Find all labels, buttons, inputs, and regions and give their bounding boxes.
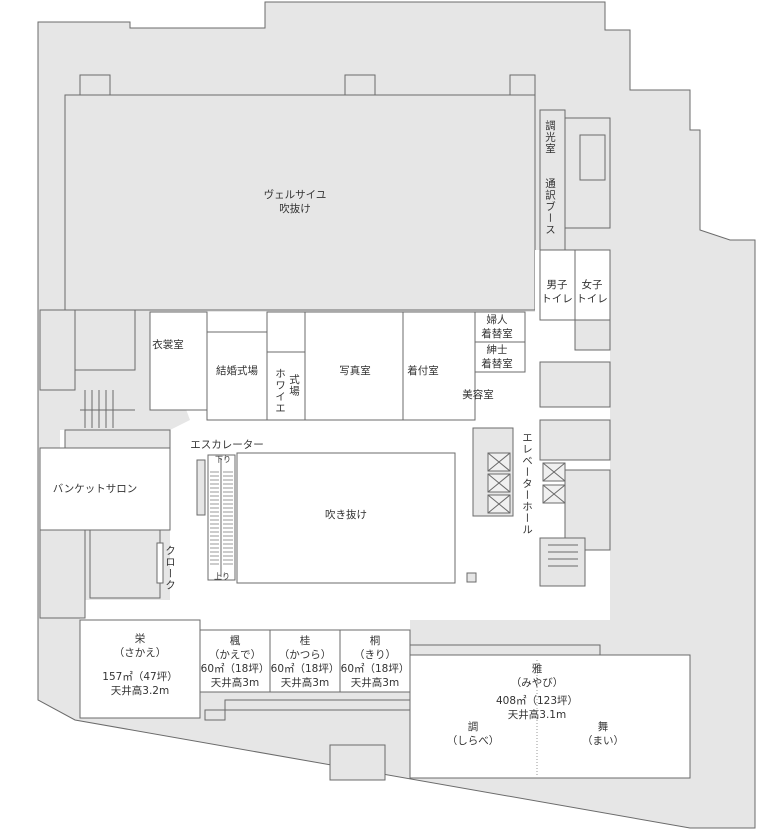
elevator-car	[487, 494, 511, 514]
mens-changing	[474, 341, 526, 373]
label-esc-up: 上り	[214, 572, 230, 581]
label-banquet-salon: バンケットサロン	[52, 483, 138, 495]
label-photo-room: 写真室	[339, 365, 371, 377]
label-room-shirabe: 調（しらべ）	[446, 721, 500, 747]
room-miyabi	[409, 654, 691, 779]
label-womens-toilet: 女子トイレ	[576, 279, 608, 305]
label-beauty-salon: 美容室	[462, 389, 494, 401]
label-atrium: 吹き抜け	[325, 509, 367, 521]
stairs-left	[80, 390, 135, 428]
costume-room	[149, 311, 208, 411]
label-ladies-changing: 婦人着替室	[481, 314, 513, 340]
stairs-right	[539, 537, 586, 587]
hall-foyer	[266, 351, 306, 421]
cloak	[156, 542, 164, 584]
dressing-room	[402, 311, 476, 421]
label-room-katsura: 桂（かつら）60㎡（18坪）天井高3m	[270, 635, 340, 689]
photo-room	[304, 311, 404, 421]
mens-toilet	[539, 249, 576, 321]
label-wedding-hall: 結婚式場	[216, 365, 258, 377]
label-esc-down: 下り	[215, 455, 231, 464]
label-room-mai: 舞（まい）	[582, 721, 624, 747]
label-room-sakae: 栄（さかえ）157㎡（47坪）天井高3.2m	[102, 633, 178, 697]
label-costume-room: 衣裳室	[152, 339, 184, 351]
label-escalator: エスカレーター	[190, 439, 264, 451]
wedding-hall	[206, 331, 268, 421]
label-dressing-room: 着付室	[407, 365, 439, 377]
room-katsura	[269, 629, 341, 693]
label-mens-toilet: 男子トイレ	[541, 279, 573, 305]
label-room-kaede: 楓（かえで）60㎡（18坪）天井高3m	[200, 635, 270, 689]
banquet-salon	[39, 447, 171, 531]
ladies-changing	[474, 311, 526, 343]
label-versailles: ヴェルサイユ吹抜け	[263, 189, 327, 215]
elevator-car	[542, 462, 566, 482]
label-hall-foyer-a: 式場	[288, 374, 300, 397]
label-interpret-booth: 通訳ブース	[544, 178, 556, 236]
atrium-void	[236, 452, 456, 584]
label-cloak: クローク	[164, 545, 176, 591]
label-elevator-hall: エレベーターホール	[521, 432, 533, 536]
label-room-kiri: 桐（きり）60㎡（18坪）天井高3m	[340, 635, 410, 689]
room-kaede	[199, 629, 271, 693]
womens-toilet	[574, 249, 611, 321]
versailles-void	[64, 94, 536, 311]
elevator-car	[487, 452, 511, 472]
label-room-miyabi: 雅（みやび）408㎡（123坪）天井高3.1m	[495, 663, 579, 721]
elevator-car	[542, 484, 566, 504]
elevator-car	[487, 473, 511, 493]
label-dimmer-room: 調光室	[544, 120, 556, 155]
label-hall-foyer-b: ホワイエ	[274, 368, 286, 414]
room-kiri	[339, 629, 411, 693]
label-mens-changing: 紳士着替室	[481, 344, 513, 370]
